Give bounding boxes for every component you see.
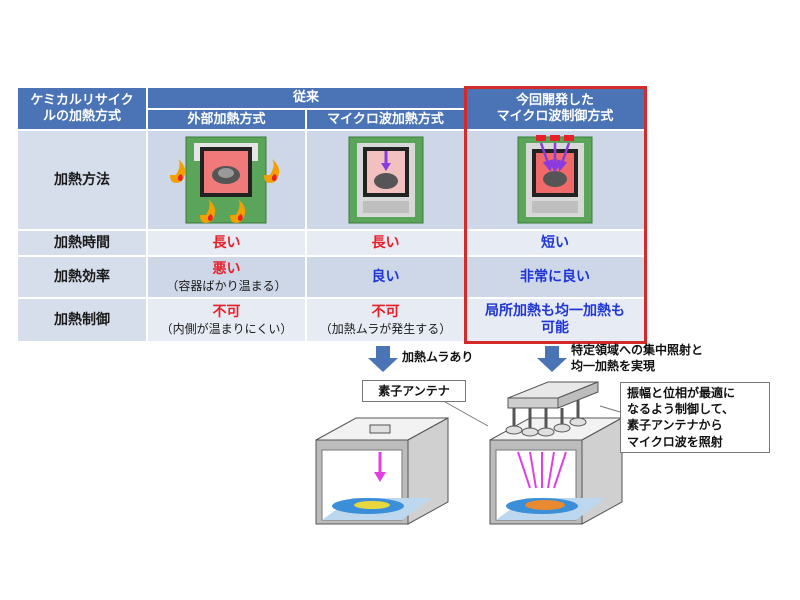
cell-eff-new: 非常に良い — [466, 257, 644, 297]
cell-ctl-new: 局所加熱も均一加熱も 可能 — [466, 299, 644, 341]
cell-time-new: 短い — [466, 231, 644, 255]
callout-line1: 振幅と位相が最適に — [627, 386, 736, 400]
header-new-line2: マイクロ波制御方式 — [496, 108, 614, 124]
eff-microwave-value: 良い — [371, 268, 400, 285]
time-new-value: 短い — [541, 234, 569, 251]
cell-eff-microwave: 良い — [307, 257, 464, 297]
row-control-text: 加熱制御 — [54, 311, 110, 328]
microwave-arrow-icon — [381, 151, 391, 171]
arrow2-line1: 特定領域への集中照射と — [571, 343, 704, 357]
fire-icon — [264, 159, 280, 183]
external-heating-illustration — [170, 136, 280, 224]
row-header-efficiency: 加熱効率 — [18, 257, 146, 297]
microwave-arrow-icon — [517, 451, 567, 489]
down-arrow-icon — [537, 346, 567, 372]
microwave-arrow-icon — [539, 142, 571, 173]
ctl-external-value: 不可 — [212, 303, 241, 320]
antenna-label-box: 素子アンテナ — [362, 380, 466, 403]
cell-ctl-external: 不可 （内側が温まりにくい） — [148, 299, 305, 341]
microwave-heating-illustration — [348, 136, 424, 224]
fire-icon — [200, 199, 216, 223]
ctl-microwave-value: 不可 — [371, 303, 400, 320]
time-microwave-value: 長い — [371, 234, 400, 251]
eff-external-note: （容器ばかり温まる） — [166, 278, 287, 293]
cell-ctl-microwave: 不可 （加熱ムラが発生する） — [307, 299, 464, 341]
ctl-microwave-note: （加熱ムラが発生する） — [319, 321, 452, 336]
chamber-left — [315, 417, 449, 525]
row-time-text: 加熱時間 — [54, 234, 110, 251]
control-callout-box: 振幅と位相が最適に なるよう制御して、 素子アンテナから マイクロ波を照射 — [620, 382, 770, 453]
header-new-line1: 今回開発した — [515, 92, 594, 108]
row-header-method: 加熱方法 — [18, 131, 146, 229]
header-microwave: マイクロ波加熱方式 — [307, 110, 464, 129]
cell-time-microwave: 長い — [307, 231, 464, 255]
controlled-microwave-illustration — [517, 135, 593, 224]
row-header-time: 加熱時間 — [18, 231, 146, 255]
ctl-new-line2: 可能 — [541, 320, 569, 336]
header-col0: ケミカルリサイクルの加熱方式 — [18, 88, 146, 129]
eff-new-value: 非常に良い — [520, 268, 590, 285]
ctl-new-line1: 局所加熱も均一加熱も — [485, 303, 625, 320]
chamber-right — [489, 381, 623, 525]
cell-method-new — [466, 131, 644, 229]
cell-time-external: 長い — [148, 231, 305, 255]
eff-external-value: 悪い — [212, 260, 241, 277]
row-method-text: 加熱方法 — [54, 171, 110, 188]
down-arrow-icon — [368, 346, 398, 372]
header-new-method: 今回開発した マイクロ波制御方式 — [466, 88, 644, 129]
cell-method-external — [148, 131, 305, 229]
header-conventional-text: 従来 — [292, 90, 319, 106]
row-header-control: 加熱制御 — [18, 299, 146, 341]
arrow2-label: 特定領域への集中照射と 均一加熱を実現 — [571, 343, 703, 374]
arrow2-line2: 均一加熱を実現 — [571, 358, 656, 373]
callout-line3: 素子アンテナから — [627, 418, 723, 433]
cell-method-microwave — [307, 131, 464, 229]
callout-line2: なるよう制御して、 — [627, 402, 735, 417]
ctl-external-note: （内側が温まりにくい） — [160, 321, 293, 336]
cell-eff-external: 悪い （容器ばかり温まる） — [148, 257, 305, 297]
antenna-label-text: 素子アンテナ — [378, 384, 450, 398]
header-external: 外部加熱方式 — [148, 110, 305, 129]
callout-line4: マイクロ波を照射 — [627, 434, 723, 449]
header-microwave-text: マイクロ波加熱方式 — [327, 111, 444, 127]
header-conventional: 従来 — [148, 88, 464, 108]
header-external-text: 外部加熱方式 — [187, 111, 266, 127]
arrow1-label: 加熱ムラあり — [402, 350, 474, 364]
row-efficiency-text: 加熱効率 — [54, 268, 110, 285]
time-external-value: 長い — [212, 234, 241, 251]
header-col0-text: ケミカルリサイクルの加熱方式 — [30, 92, 134, 124]
fire-icon — [170, 159, 186, 183]
new-method-highlight-frame — [464, 86, 647, 344]
fire-icon — [230, 199, 246, 223]
